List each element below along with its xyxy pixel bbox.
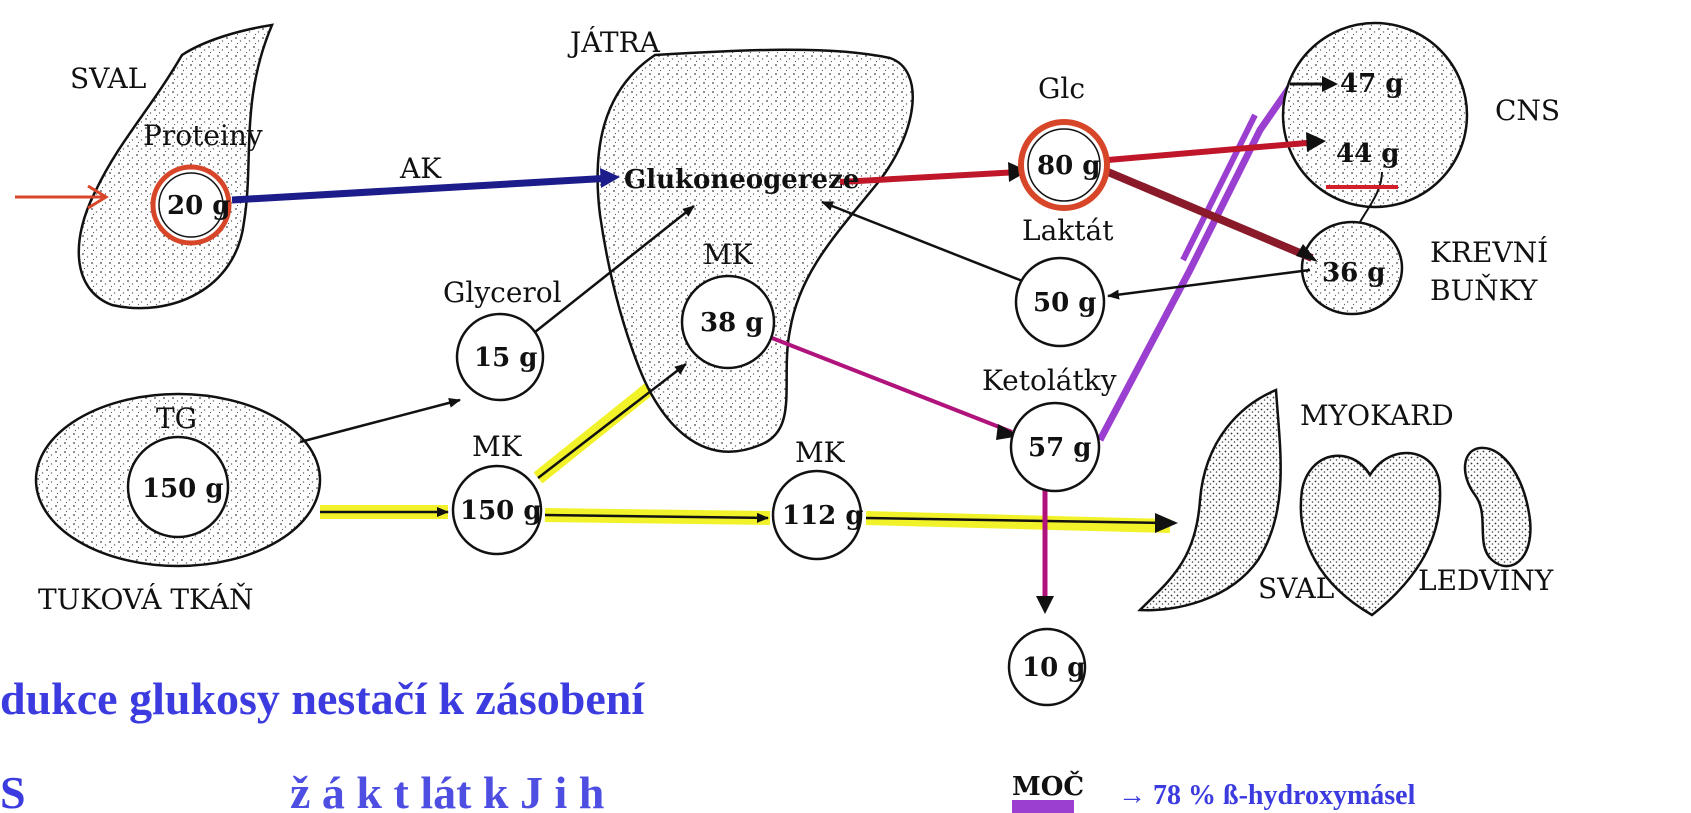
blood-laktat-arrow bbox=[1107, 268, 1311, 300]
label-ledviny: LEDVINY bbox=[1418, 564, 1554, 597]
muscle-bottom-shape bbox=[1137, 388, 1282, 612]
mk-mk-arrow bbox=[544, 512, 769, 523]
ketone-cns-arrow-head bbox=[1322, 76, 1338, 92]
values: 20 g 80 g 47 g 44 g 36 g 50 g 38 g 15 g … bbox=[142, 69, 1403, 683]
proteiny-node-inner bbox=[158, 172, 224, 238]
glycerol-node bbox=[455, 312, 545, 402]
label-mk-right: MK bbox=[795, 436, 846, 469]
glc-blood-arrow-head bbox=[1296, 244, 1318, 262]
caption-note: → 78 % ß-hydroxymásel bbox=[1118, 780, 1416, 811]
value-laktat: 50 g bbox=[1033, 288, 1096, 318]
mk-muscle-arrow bbox=[865, 516, 1166, 525]
value-mk-lower: 150 g bbox=[460, 496, 542, 526]
value-mk-right: 112 g bbox=[782, 501, 864, 531]
bottom-caption: dukce glukosy nestačí k zásobení S ž á k… bbox=[0, 673, 1416, 813]
ak-arrow-head bbox=[600, 168, 620, 188]
label-proteiny: Proteiny bbox=[143, 119, 263, 152]
value-cns-a: 47 g bbox=[1340, 69, 1403, 99]
value-glc: 80 g bbox=[1037, 151, 1100, 181]
label-ketolatky: Ketolátky bbox=[982, 364, 1117, 397]
heart-shape bbox=[1299, 451, 1442, 617]
glycerol-liver-arrow bbox=[529, 205, 695, 337]
mk-lower-node bbox=[451, 464, 543, 556]
label-moc: MOČ bbox=[1012, 770, 1084, 802]
label-tg: TG bbox=[156, 402, 197, 435]
glc-node-inner bbox=[1027, 128, 1101, 202]
value-mk-liver: 38 g bbox=[700, 308, 763, 338]
gluconeogenesis-glc-arrow bbox=[839, 169, 1021, 185]
label-mk-liver: MK bbox=[703, 238, 754, 271]
input-arrow-head bbox=[87, 184, 109, 210]
proteiny-node bbox=[150, 164, 232, 246]
ak-arrow bbox=[231, 174, 613, 204]
label-glycerol: Glycerol bbox=[443, 276, 562, 309]
glc-node bbox=[1018, 119, 1110, 211]
purple-stroke-2 bbox=[1180, 113, 1258, 262]
caption-line-2: S bbox=[0, 767, 26, 813]
value-krevni: 36 g bbox=[1322, 258, 1385, 288]
glc-arrow-head bbox=[1008, 162, 1028, 182]
kidney-shape bbox=[1463, 446, 1532, 568]
ketolatky-node bbox=[1009, 401, 1101, 493]
organs bbox=[34, 21, 1532, 617]
glc-blood-arrow bbox=[1106, 168, 1314, 262]
cns-blood-link bbox=[1359, 171, 1383, 223]
labels: SVAL Proteiny AK JÁTRA Glukoneogereze Gl… bbox=[38, 26, 1560, 802]
value-glycerol: 15 g bbox=[474, 343, 537, 373]
laktat-node bbox=[1014, 256, 1106, 348]
mk-muscle-arrow-head bbox=[1155, 513, 1178, 533]
label-cns: CNS bbox=[1495, 94, 1560, 127]
mk-liver-node bbox=[680, 274, 776, 370]
label-jatra: JÁTRA bbox=[567, 26, 661, 59]
glc-cns-arrow bbox=[1107, 139, 1319, 163]
label-glc: Glc bbox=[1038, 72, 1085, 105]
value-nodes bbox=[126, 119, 1110, 707]
value-cns-b: 44 g bbox=[1336, 139, 1399, 169]
label-sval-top: SVAL bbox=[70, 62, 146, 95]
tg-node bbox=[126, 435, 230, 539]
value-proteiny: 20 g bbox=[167, 191, 230, 221]
caption-line-1: dukce glukosy nestačí k zásobení bbox=[0, 673, 645, 724]
ketone-moc-arrow-head bbox=[1036, 596, 1054, 614]
purple-mark-moc bbox=[1012, 800, 1074, 813]
glc-cns-arrow-head bbox=[1306, 132, 1326, 152]
value-ketolatky: 57 g bbox=[1028, 433, 1091, 463]
label-glukoneogeneze: Glukoneogereze bbox=[624, 165, 859, 195]
label-laktat: Laktát bbox=[1022, 214, 1114, 247]
label-mk-lower: MK bbox=[472, 430, 523, 463]
muscle-top-shape bbox=[77, 23, 275, 310]
label-krevni: KREVNÍ bbox=[1430, 236, 1548, 269]
label-bunky: BUŇKY bbox=[1430, 273, 1538, 307]
blood-cells-shape bbox=[1300, 220, 1404, 316]
value-moc: 10 g bbox=[1022, 653, 1085, 683]
laktat-liver-arrow bbox=[821, 200, 1026, 284]
arrows bbox=[15, 76, 1383, 614]
mk-liver-arrow bbox=[537, 363, 687, 479]
mk-right-node bbox=[771, 469, 863, 561]
label-sval-bottom: SVAL bbox=[1258, 572, 1334, 605]
value-tg: 150 g bbox=[142, 474, 224, 504]
cns-shape bbox=[1281, 21, 1469, 209]
tg-glycerol-arrow bbox=[299, 397, 461, 444]
moc-node bbox=[1007, 627, 1087, 707]
caption-line-2b: ž á k t lát k J i h bbox=[290, 767, 604, 813]
label-ak: AK bbox=[399, 152, 442, 185]
label-tukova: TUKOVÁ TKÁŇ bbox=[38, 582, 254, 616]
liver-shape bbox=[596, 48, 914, 453]
label-myokard: MYOKARD bbox=[1300, 399, 1454, 432]
mk-ketone-arrow bbox=[771, 336, 1013, 434]
